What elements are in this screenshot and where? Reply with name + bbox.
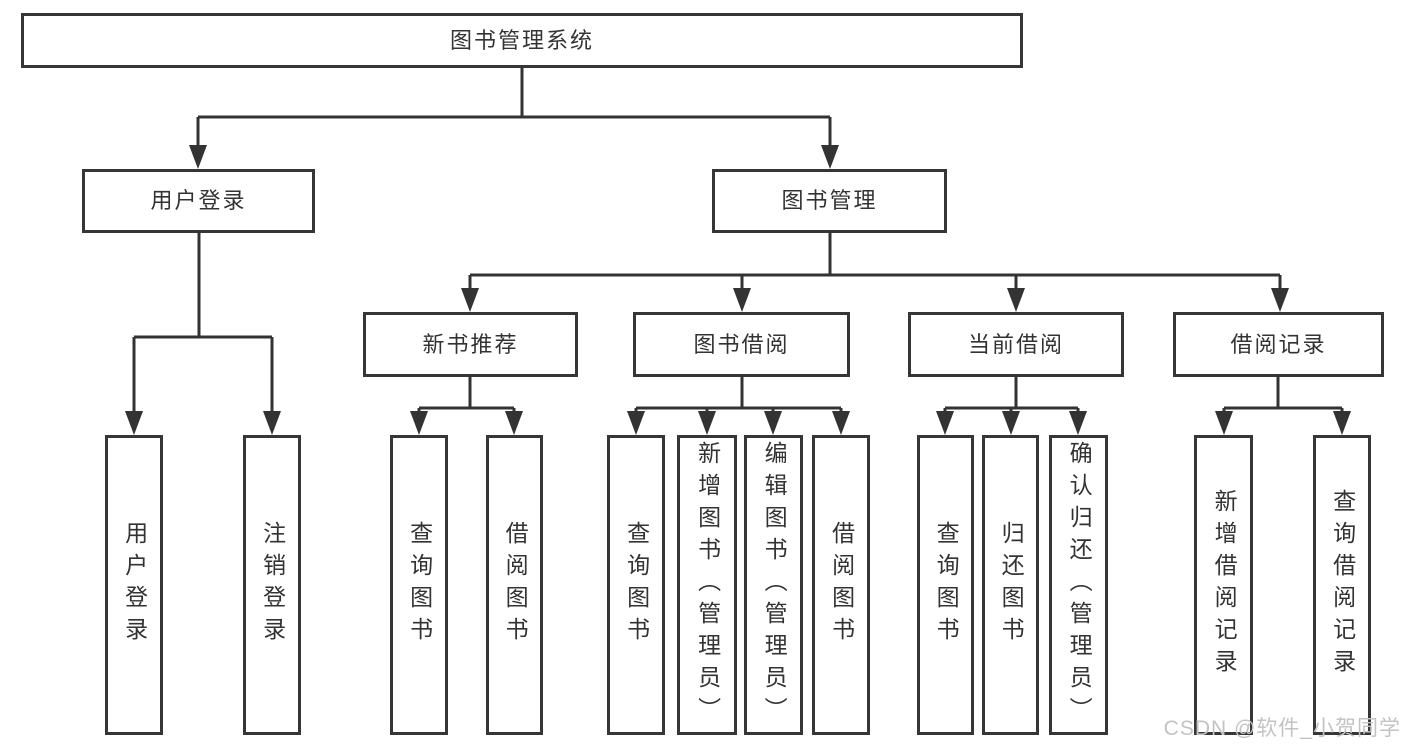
node-label: 归还图书 [998,521,1025,649]
node-label: 用户登录 [121,521,148,649]
node-label: 当前借阅 [967,331,1064,357]
node-box-leaf-logout: 注销登录 [243,435,301,735]
node-box-leaf-add-borrow-record: 新增借阅记录 [1194,435,1253,735]
node-label: 图书管理系统 [449,27,594,53]
node-box-leaf-user-login: 用户登录 [105,435,163,735]
node-label: 新增图书（管理员） [694,441,721,729]
node-box-book-management: 图书管理 [712,169,947,233]
node-label: 新书推荐 [422,331,519,357]
node-box-leaf-edit-books-admin: 编辑图书（管理员） [744,435,803,735]
node-box-leaf-return-books: 归还图书 [982,435,1039,735]
node-label: 图书管理 [781,188,878,213]
node-label: 用户登录 [150,188,247,213]
node-box-leaf-confirm-return-admin: 确认归还（管理员） [1049,435,1108,735]
node-box-new-book-recommend: 新书推荐 [363,312,578,377]
node-label: 确认归还（管理员） [1066,441,1093,729]
node-box-leaf-add-books-admin: 新增图书（管理员） [677,435,737,735]
node-label: 查询借阅记录 [1329,489,1356,681]
node-box-leaf-borrow-books-2: 借阅图书 [812,435,870,735]
node-box-leaf-query-borrow-record: 查询借阅记录 [1313,435,1371,735]
node-label: 借阅记录 [1230,331,1327,357]
node-label: 借阅图书 [502,521,529,649]
node-label: 查询图书 [623,521,650,649]
node-label: 查询图书 [406,521,433,649]
node-box-leaf-borrow-books-1: 借阅图书 [486,435,543,735]
node-label: 借阅图书 [828,521,855,649]
node-box-current-borrow: 当前借阅 [908,312,1124,377]
node-box-book-borrow: 图书借阅 [633,312,850,377]
csdn-watermark: CSDN @软件_小贺同学 [1163,717,1401,740]
node-box-leaf-query-books-1: 查询图书 [390,435,448,735]
node-label: 注销登录 [259,521,286,649]
node-box-library-management-system: 图书管理系统 [21,13,1023,68]
node-box-leaf-query-books-3: 查询图书 [917,435,974,735]
node-label: 图书借阅 [693,331,790,357]
node-box-user-login: 用户登录 [82,169,315,233]
node-label: 新增借阅记录 [1211,489,1238,681]
node-label: 编辑图书（管理员） [761,441,788,729]
node-label: 查询图书 [933,521,960,649]
node-box-borrow-record: 借阅记录 [1173,312,1384,377]
node-box-leaf-query-books-2: 查询图书 [607,435,665,735]
